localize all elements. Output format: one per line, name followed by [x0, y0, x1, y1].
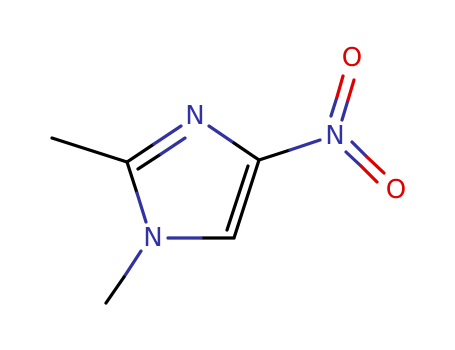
- atom-label-o-top: O: [342, 43, 362, 73]
- atom-label-n-nitro: N: [325, 121, 344, 151]
- atom-label-n-ring-bottom: N: [143, 223, 162, 253]
- bond-methyl-c2: [50, 136, 129, 164]
- bond-n1-c2: [125, 160, 148, 224]
- bond-nitro-n-o-top: [329, 74, 356, 122]
- bond-c4-c5-double: [225, 158, 261, 240]
- bond-nitro-n-o-bottom: [344, 140, 386, 184]
- bond-n3-c4: [207, 124, 261, 162]
- bond-c2-n3-double: [125, 124, 187, 171]
- bond-n1-methyl: [104, 249, 143, 305]
- atom-label-n-ring-top: N: [185, 101, 204, 131]
- atom-label-o-bottom: O: [386, 175, 406, 205]
- bond-c4-nitro-n: [257, 138, 322, 162]
